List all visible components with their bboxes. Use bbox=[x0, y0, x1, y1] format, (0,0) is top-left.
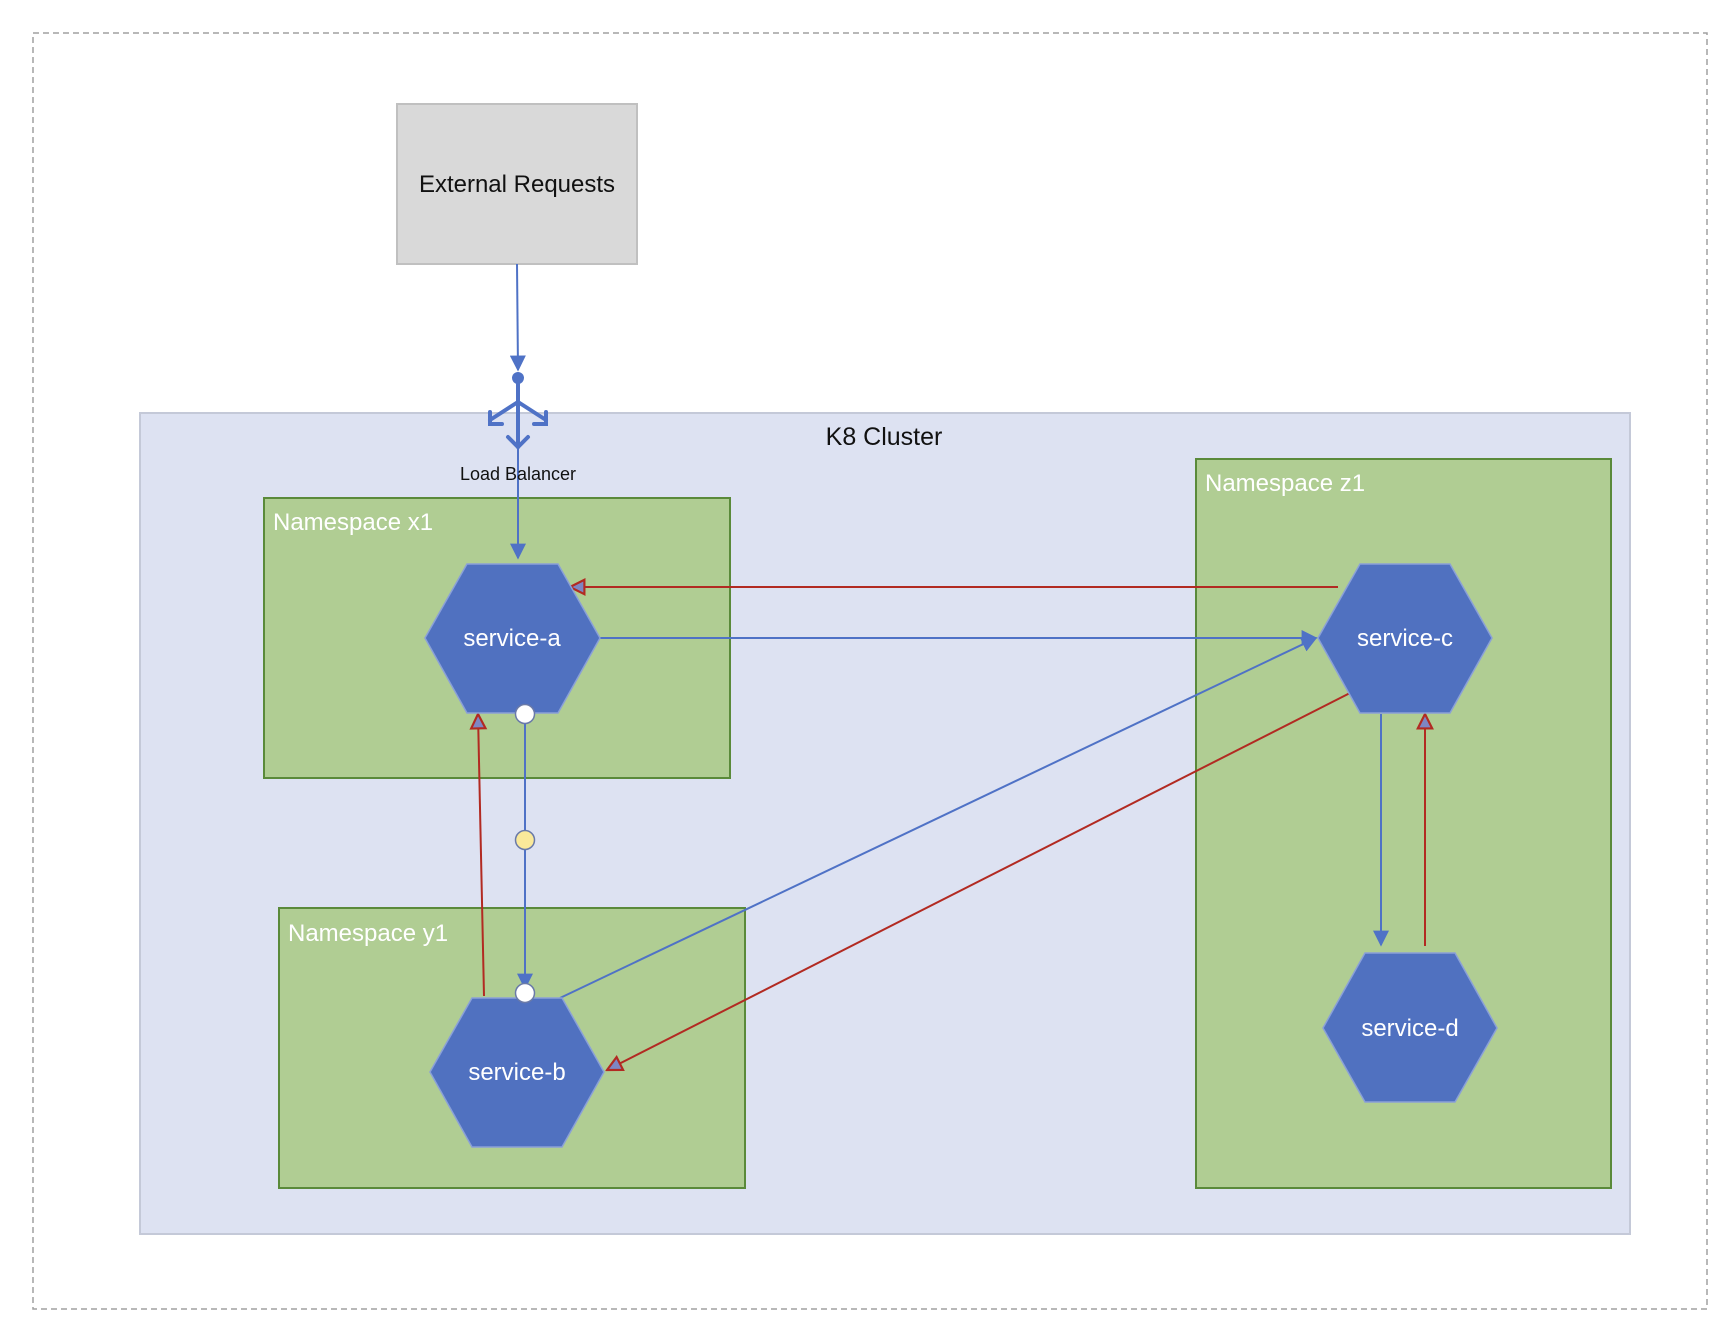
edge-service-b-to-service-a-response bbox=[478, 714, 484, 997]
edge-service-c-to-service-b-response bbox=[607, 692, 1351, 1070]
service-a-port-marker[interactable] bbox=[514, 703, 536, 725]
external-requests-box[interactable] bbox=[396, 103, 638, 265]
service-c-label: service-c bbox=[1357, 625, 1453, 652]
namespace-z1-label: Namespace z1 bbox=[1205, 470, 1365, 497]
load-balancer-icon[interactable] bbox=[488, 372, 548, 450]
service-b-label: service-b bbox=[468, 1059, 565, 1086]
service-a-label: service-a bbox=[463, 625, 561, 652]
namespace-y1-label: Namespace y1 bbox=[288, 920, 448, 947]
external-requests-label: External Requests bbox=[419, 171, 615, 198]
edge-external-to-lb bbox=[509, 263, 526, 372]
service-a-node[interactable]: service-a bbox=[424, 563, 601, 714]
load-balancer-label: Load Balancer bbox=[460, 464, 576, 484]
edge-service-b-to-service-c bbox=[559, 636, 1318, 999]
namespace-x1-label: Namespace x1 bbox=[273, 509, 433, 536]
sidecar-marker[interactable] bbox=[514, 829, 536, 851]
service-b-port-marker[interactable] bbox=[514, 982, 536, 1004]
service-d-node[interactable]: service-d bbox=[1322, 952, 1498, 1103]
service-d-label: service-d bbox=[1361, 1015, 1458, 1042]
cluster-label: K8 Cluster bbox=[826, 423, 943, 451]
service-b-node[interactable]: service-b bbox=[429, 997, 605, 1148]
canvas-frame bbox=[32, 32, 1708, 1310]
service-c-node[interactable]: service-c bbox=[1317, 563, 1493, 714]
